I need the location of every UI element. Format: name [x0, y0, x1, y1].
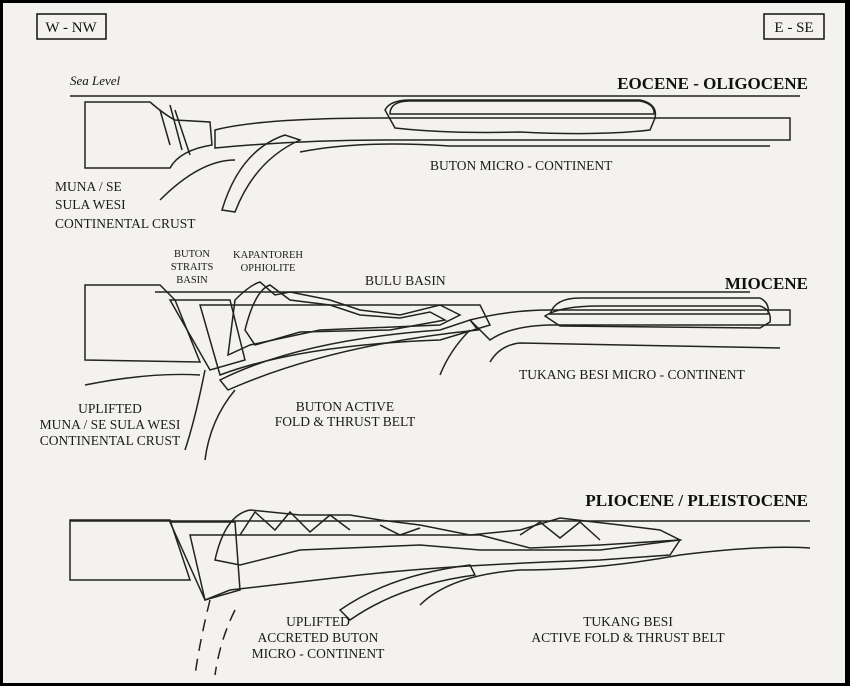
- fold-thrust-belt: [214, 509, 683, 566]
- geologic-line: [36, 13, 107, 40]
- geologic-line: [204, 389, 236, 461]
- geologic-line: [194, 599, 211, 676]
- west-northwest-label: W - NW: [36, 13, 107, 40]
- diagram-label: BUTON ACTIVE: [296, 399, 394, 414]
- diagram-canvas: W - NW E - SE Sea Level EOCENE - OLIGOCE…: [36, 13, 825, 676]
- panel-pliocene-pleistocene: PLIOCENE / PLEISTOCENE UPLIFTED ACCRETED…: [69, 491, 811, 676]
- diagram-label: OPHIOLITE: [241, 263, 296, 274]
- epoch-title: MIOCENE: [725, 274, 808, 293]
- panel-miocene: MIOCENE BUTON STRAITS BASIN KAPANTOREH O…: [40, 249, 808, 461]
- accreted-slab: [338, 564, 477, 621]
- diagram-label: SULA WESI: [55, 197, 126, 212]
- geologic-line: [184, 369, 206, 451]
- buton-microcontinent-label: BUTON MICRO - CONTINENT: [430, 158, 613, 173]
- bulu-basin-label: BULU BASIN: [365, 273, 446, 288]
- ophiolite-body: [244, 284, 448, 346]
- tukang-besi-label: TUKANG BESI MICRO - CONTINENT: [519, 367, 745, 382]
- epoch-title: PLIOCENE / PLEISTOCENE: [585, 491, 808, 510]
- thrust-slab: [218, 319, 480, 391]
- geologic-line: [159, 104, 191, 156]
- geologic-line: [159, 159, 236, 201]
- subducting-slab: [221, 134, 303, 213]
- geologic-line: [84, 373, 201, 386]
- diagram-label: MICRO - CONTINENT: [252, 646, 385, 661]
- geologic-line: [239, 510, 601, 541]
- diagram-label: W - NW: [45, 20, 97, 36]
- geologic-line: [439, 329, 471, 376]
- east-southeast-label: E - SE: [763, 13, 825, 40]
- diagram-label: BASIN: [176, 275, 208, 286]
- bulu-basin-fill: [227, 281, 462, 357]
- diagram-label: ACTIVE FOLD & THRUST BELT: [531, 630, 725, 645]
- straits-basin-fill: [168, 299, 246, 371]
- panel-eocene-oligocene: Sea Level EOCENE - OLIGOCENE BUTON MICRO…: [55, 73, 808, 231]
- diagram-label: TUKANG BESI: [583, 614, 673, 629]
- diagram-label: BUTON: [174, 249, 210, 260]
- accreted-crust: [189, 534, 682, 602]
- diagram-label: CONTINENTAL CRUST: [55, 216, 196, 231]
- basin-fill: [168, 521, 241, 601]
- microcontinent-block: [543, 305, 772, 329]
- continental-crust-block: [84, 101, 213, 169]
- diagram-label: MUNA / SE SULA WESI: [40, 417, 181, 432]
- continental-crust-block: [69, 519, 192, 581]
- accreted-crust: [199, 304, 492, 376]
- diagram-label: CONTINENTAL CRUST: [40, 433, 181, 448]
- geologic-line: [763, 13, 825, 40]
- geologic-line: [214, 609, 236, 676]
- geologic-line: [489, 342, 781, 363]
- base-line: [299, 143, 770, 153]
- diagram-label: FOLD & THRUST BELT: [275, 414, 416, 429]
- microcontinent-block: [384, 99, 657, 135]
- carbonate-cap: [389, 100, 655, 115]
- epoch-title: EOCENE - OLIGOCENE: [617, 74, 808, 93]
- geologic-line: [419, 546, 811, 606]
- diagram-label: MUNA / SE: [55, 179, 122, 194]
- diagram-label: ACCRETED BUTON: [258, 630, 379, 645]
- diagram-label: UPLIFTED: [78, 401, 142, 416]
- cross-section-diagram: W - NW E - SE Sea Level EOCENE - OLIGOCE…: [3, 3, 845, 683]
- diagram-label: KAPANTOREH: [233, 250, 303, 261]
- diagram-label: UPLIFTED: [286, 614, 350, 629]
- sea-level-label: Sea Level: [70, 73, 121, 88]
- sediment-layer: [468, 309, 791, 341]
- sediment-layer: [214, 117, 791, 149]
- diagram-label: STRAITS: [171, 262, 214, 273]
- carbonate-cap: [548, 297, 770, 315]
- diagram-label: E - SE: [774, 20, 813, 36]
